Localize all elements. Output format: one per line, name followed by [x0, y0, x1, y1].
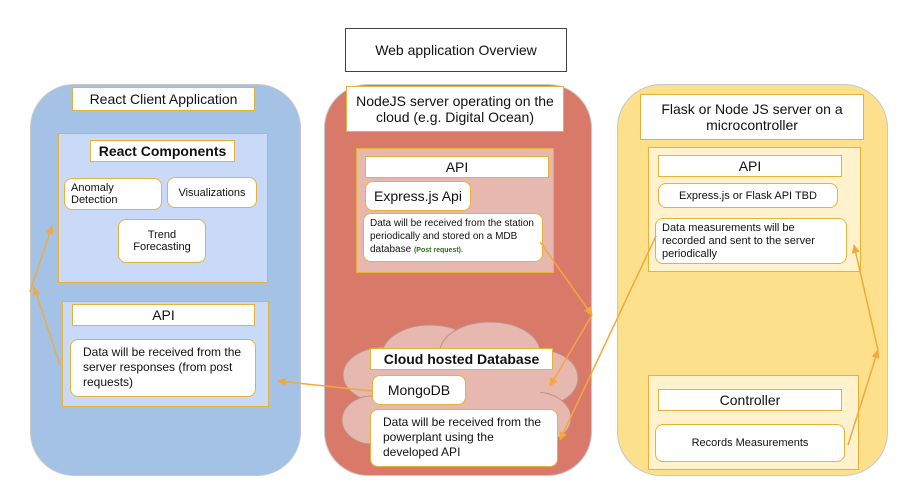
controller-title: Controller	[658, 389, 842, 411]
nodejs-server-title-text: NodeJS server operating on the cloud (e.…	[356, 93, 554, 125]
cloud-database-title: Cloud hosted Database	[370, 348, 553, 370]
server-api-title: API	[365, 156, 549, 178]
server-api-text: Data will be received from the station p…	[370, 218, 534, 255]
client-api-text-box: Data will be received from the server re…	[70, 339, 256, 397]
expressjs-api-text: Express.js Api	[374, 188, 462, 204]
mongodb-box: MongoDB	[372, 375, 466, 405]
records-measurements-text: Records Measurements	[691, 437, 809, 449]
expressjs-api-box: Express.js Api	[365, 181, 471, 211]
microcontroller-title: Flask or Node JS server on a microcontro…	[640, 94, 864, 140]
device-api-text-box: Data measurements will be recorded and s…	[655, 218, 847, 264]
post-request-note: (Post request).	[413, 247, 463, 254]
database-text: Data will be received from the powerplan…	[383, 415, 542, 459]
visualizations-box: Visualizations	[167, 177, 257, 208]
client-api-title-text: API	[152, 307, 175, 323]
client-api-text: Data will be received from the server re…	[83, 345, 242, 389]
trend-forecasting-box: Trend Forecasting	[118, 219, 206, 263]
cloud-database-title-text: Cloud hosted Database	[383, 351, 540, 367]
records-measurements-box: Records Measurements	[655, 424, 845, 462]
server-api-title-text: API	[445, 159, 469, 175]
express-flask-api-box: Express.js or Flask API TBD	[658, 183, 838, 208]
visualizations-text: Visualizations	[178, 186, 246, 199]
anomaly-detection-box: Anomaly Detection	[64, 178, 162, 210]
mongodb-text: MongoDB	[387, 382, 451, 398]
react-components-title-text: React Components	[98, 143, 227, 159]
device-api-title-text: API	[738, 158, 762, 174]
controller-title-text: Controller	[719, 392, 781, 408]
server-api-text-box: Data will be received from the station p…	[363, 213, 543, 262]
diagram-title-text: Web application Overview	[375, 42, 537, 58]
database-text-box: Data will be received from the powerplan…	[370, 409, 558, 467]
express-flask-api-text: Express.js or Flask API TBD	[679, 189, 817, 202]
react-components-title: React Components	[90, 140, 235, 162]
device-api-text: Data measurements will be recorded and s…	[662, 222, 815, 260]
nodejs-server-title: NodeJS server operating on the cloud (e.…	[346, 86, 564, 132]
trend-forecasting-text: Trend Forecasting	[133, 229, 191, 253]
diagram-title: Web application Overview	[345, 28, 567, 72]
react-client-title: React Client Application	[72, 87, 255, 111]
client-api-title: API	[72, 304, 255, 326]
microcontroller-title-text: Flask or Node JS server on a microcontro…	[661, 101, 843, 133]
react-client-title-text: React Client Application	[89, 91, 238, 107]
anomaly-detection-text: Anomaly Detection	[71, 182, 118, 206]
device-api-title: API	[658, 155, 842, 177]
